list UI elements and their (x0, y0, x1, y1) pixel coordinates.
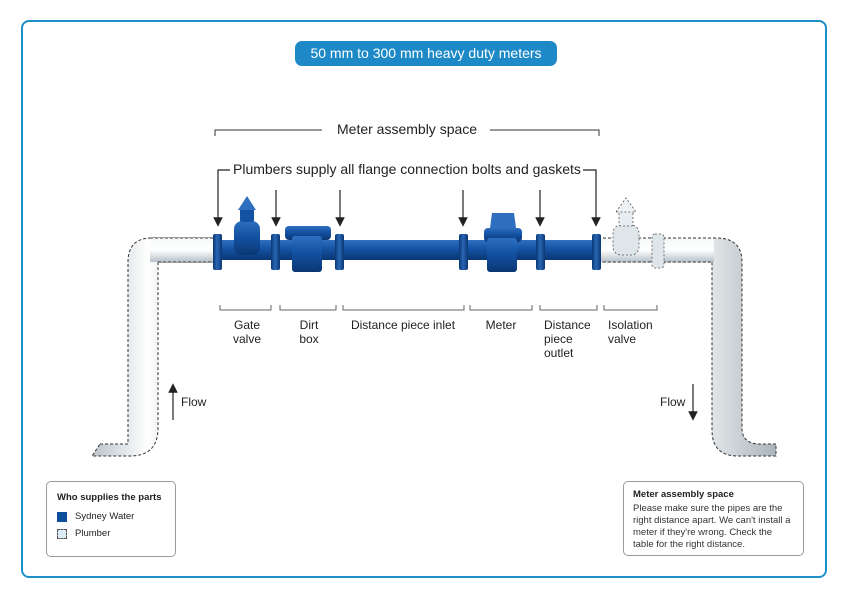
legend-label-plumber: Plumber (75, 528, 111, 539)
label-meter: Meter (485, 318, 517, 332)
plumber-pipe-left (91, 237, 217, 457)
sydney-water-swatch (57, 511, 67, 522)
plumber-pipe-right (597, 237, 777, 457)
bolts-label: Plumbers supply all flange connection bo… (233, 161, 581, 177)
legend-item-sydney-water: Sydney Water (57, 511, 165, 522)
assembly-note-box: Meter assembly space Please make sure th… (623, 481, 804, 556)
flow-label-right: Flow (660, 395, 686, 409)
note-title: Meter assembly space (633, 489, 734, 500)
component-brackets (219, 305, 658, 311)
legend-item-plumber: Plumber (57, 528, 165, 539)
flow-label-left: Flow (181, 395, 207, 409)
sydney-water-assembly (213, 196, 601, 272)
diagram-title: 50 mm to 300 mm heavy duty meters (295, 41, 557, 66)
legend-title: Who supplies the parts (57, 492, 162, 503)
label-gate-valve: Gate valve (232, 318, 261, 346)
note-body: Please make sure the pipes are the right… (633, 503, 791, 550)
label-distance-piece-outlet: Distance piece outlet (544, 318, 591, 360)
assembly-space-bracket (214, 129, 600, 136)
legend-label-sydney-water: Sydney Water (75, 511, 135, 522)
legend-box: Who supplies the parts Sydney Water Plum… (46, 481, 176, 557)
outer-frame (21, 20, 827, 578)
assembly-space-label: Meter assembly space (337, 121, 478, 137)
isolation-valve-shape (612, 197, 665, 269)
label-dirt-box: Dirt box (299, 318, 319, 346)
label-distance-piece-inlet: Distance piece inlet (350, 318, 456, 332)
bolt-arrows (213, 169, 601, 227)
label-isolation-valve: Isolation valve (608, 318, 653, 346)
plumber-swatch (57, 528, 67, 539)
flow-arrows (168, 383, 698, 421)
